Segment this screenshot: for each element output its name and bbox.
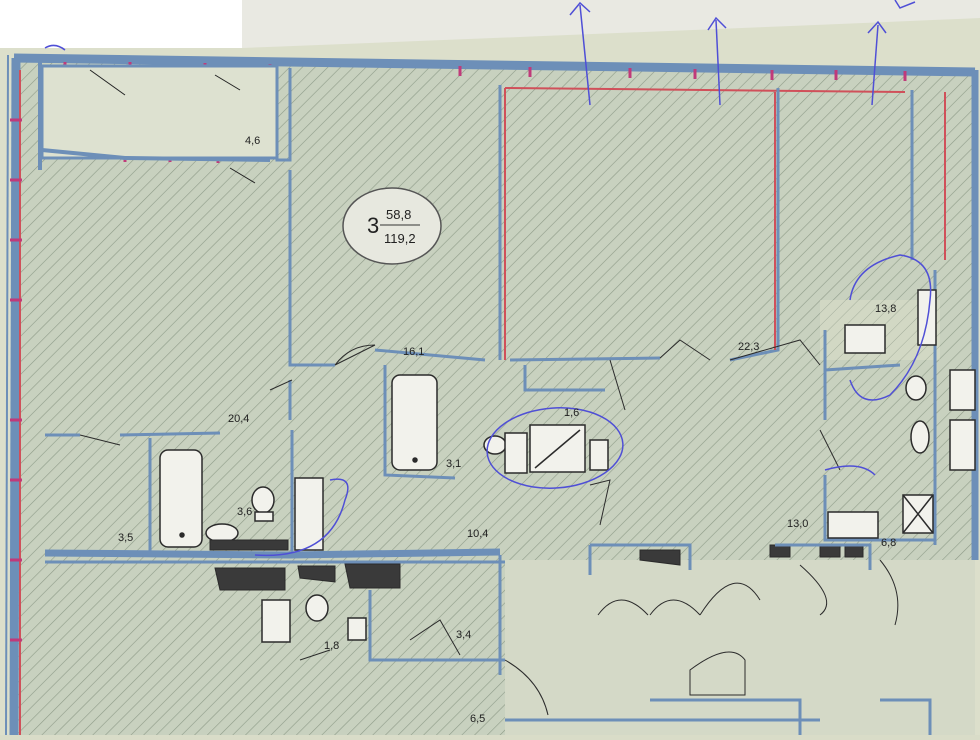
toilet-icon <box>905 375 927 401</box>
floor-area <box>10 60 975 735</box>
room-area-kitchen: 13,8 <box>875 303 896 315</box>
apartment-total-area: 119,2 <box>384 231 416 246</box>
corridor-wall <box>44 548 505 675</box>
dark-cabinets <box>209 539 864 591</box>
room-area-wardrobe: 1,6 <box>564 407 579 419</box>
circle-mark-wardrobe <box>486 407 624 489</box>
room-area-room-lower: 6,5 <box>470 713 485 725</box>
room-area-wc-lower: 1,8 <box>324 640 339 652</box>
room-labels: 4,6 20,4 16,1 22,3 13,8 3,5 3,6 3,1 1,6 … <box>118 135 896 725</box>
entrance-area <box>505 543 932 735</box>
paper-white-corner <box>0 0 242 48</box>
sink-icon <box>910 420 930 454</box>
toilet-icon <box>305 594 329 622</box>
cabinet-icon <box>504 432 528 474</box>
room-area-bedroom-left: 20,4 <box>228 413 249 425</box>
room-area-balcony: 4,6 <box>245 135 260 147</box>
arrow-up-icon <box>871 24 879 106</box>
sink-icon <box>205 523 239 543</box>
toilet-icon <box>251 486 275 514</box>
apartment-rooms-count: 3 <box>367 213 379 238</box>
stove-icon <box>917 289 937 346</box>
bathtub-icon <box>159 449 203 548</box>
room-area-living-room: 22,3 <box>738 341 759 353</box>
room-area-closet-lower: 3,4 <box>456 629 471 641</box>
plumbing-fixtures <box>159 289 976 643</box>
apartment-living-area: 58,8 <box>386 207 411 222</box>
balcony <box>40 64 292 184</box>
room-area-bathroom-middle: 3,6 <box>237 506 252 518</box>
washer-icon <box>261 599 291 643</box>
room-area-bathroom-small: 3,1 <box>446 458 461 470</box>
room-area-bedroom-middle: 16,1 <box>403 346 424 358</box>
bathtub-icon <box>391 374 438 471</box>
pen-annotations <box>44 0 932 557</box>
arrow-up-icon <box>579 4 591 106</box>
arrow-up-icon <box>715 19 721 106</box>
room-area-storage: 6,8 <box>881 537 896 549</box>
door-swings <box>79 339 899 716</box>
cabinet-icon <box>294 477 324 551</box>
room-area-hallway: 10,4 <box>467 528 488 540</box>
red-walls <box>504 88 946 360</box>
room-area-bathroom-left: 3,5 <box>118 532 133 544</box>
kitchen-sink-icon <box>844 324 886 354</box>
apartment-badge: 3 58,8 119,2 <box>342 187 442 265</box>
room-area-corridor-right: 13,0 <box>787 518 808 530</box>
